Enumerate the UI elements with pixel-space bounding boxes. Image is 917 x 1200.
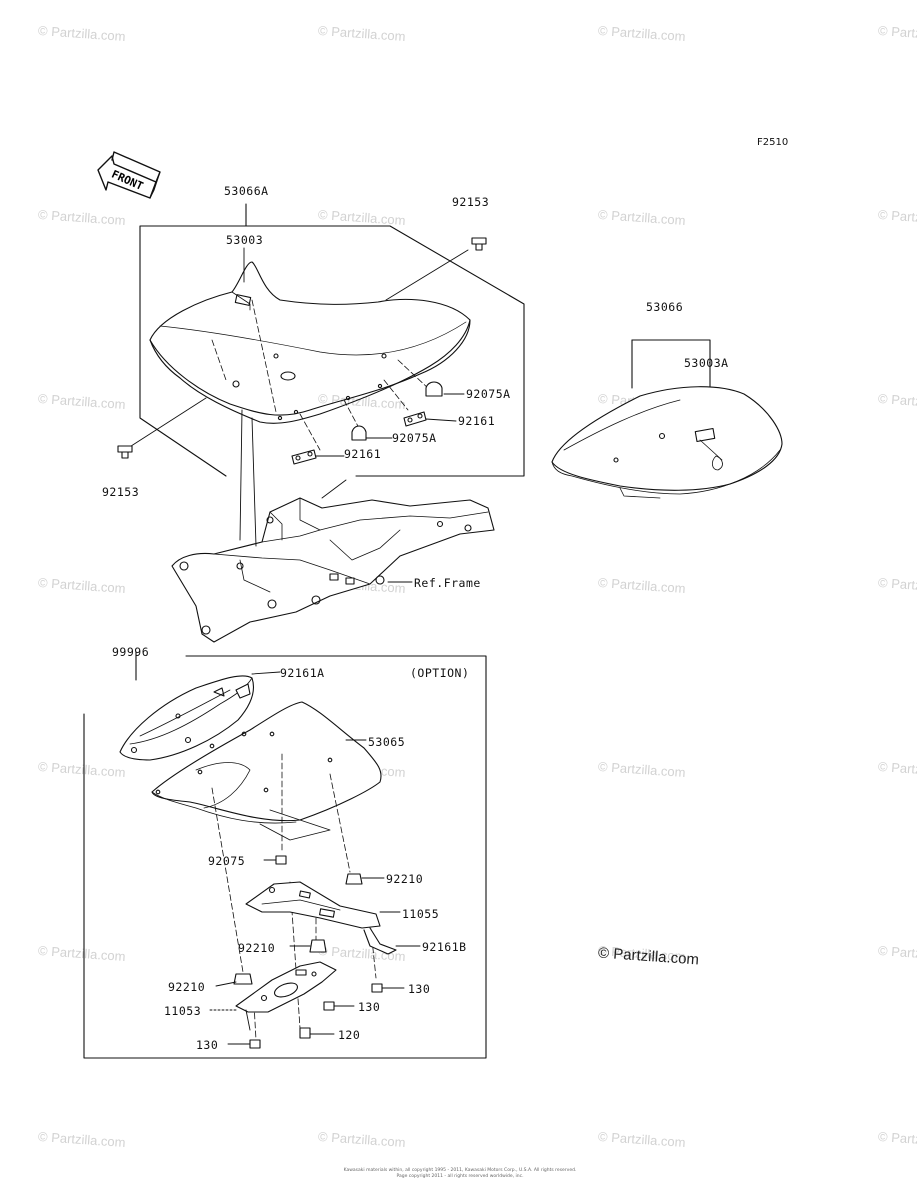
label-92161-a[interactable]: 92161 xyxy=(458,414,496,428)
screw-130-c-icon xyxy=(249,1039,261,1049)
seat-cowl-99996 xyxy=(119,675,255,761)
label-92161b[interactable]: 92161B xyxy=(422,940,467,954)
label-120[interactable]: 120 xyxy=(338,1028,361,1042)
footer-line-1: Kawasaki materials within, all copyright… xyxy=(343,1168,577,1173)
label-53066[interactable]: 53066 xyxy=(646,300,684,314)
seat-alignment-lines xyxy=(211,299,431,451)
label-92210-b[interactable]: 92210 xyxy=(238,941,276,955)
assembly-bracket-53066a xyxy=(139,203,525,477)
label-53066a[interactable]: 53066A xyxy=(224,184,269,198)
bolt-92153-top-icon xyxy=(471,237,487,251)
label-92153-top[interactable]: 92153 xyxy=(452,195,490,209)
nut-92210-b-icon xyxy=(309,939,327,953)
label-92210-a[interactable]: 92210 xyxy=(386,872,424,886)
label-92161-b[interactable]: 92161 xyxy=(344,447,382,461)
label-92153-bottom[interactable]: 92153 xyxy=(102,485,140,499)
seat-cover-53066 xyxy=(551,339,783,499)
nut-92210-c-icon xyxy=(233,973,253,985)
screw-130-b-icon xyxy=(323,1001,335,1011)
label-92210-c[interactable]: 92210 xyxy=(168,980,206,994)
frame-reference xyxy=(171,497,495,643)
label-92075[interactable]: 92075 xyxy=(208,854,246,868)
seat-pad-53065 xyxy=(151,701,382,824)
footer-copyright: Kawasaki materials within, all copyright… xyxy=(340,1168,580,1180)
screw-130-a-icon xyxy=(371,983,383,993)
diagram-code: F2510 xyxy=(757,137,789,148)
label-92161a[interactable]: 92161A xyxy=(280,666,325,680)
clip-92161-b-icon xyxy=(291,449,317,465)
clip-92161-a-icon xyxy=(403,411,427,427)
label-11055[interactable]: 11055 xyxy=(402,907,440,921)
bolt-92153-bottom-icon xyxy=(117,445,133,459)
option-label: (OPTION) xyxy=(410,666,470,680)
label-53003a[interactable]: 53003A xyxy=(684,356,729,370)
damper-92075a-b-icon xyxy=(351,425,367,441)
bracket-11055 xyxy=(245,881,397,955)
label-92075a-b[interactable]: 92075A xyxy=(392,431,437,445)
option-kit-box xyxy=(83,651,487,1059)
damper-92075a-a-icon xyxy=(425,381,443,397)
label-11053[interactable]: 11053 xyxy=(164,1004,202,1018)
label-130-c[interactable]: 130 xyxy=(196,1038,219,1052)
label-130-a[interactable]: 130 xyxy=(408,982,431,996)
label-ref-frame: Ref.Frame xyxy=(414,576,481,590)
screw-120-icon xyxy=(299,1027,311,1039)
bracket-11053 xyxy=(235,961,337,1013)
footer-line-2: Page copyright 2011 - all rights reserve… xyxy=(396,1174,524,1179)
seat-53003 xyxy=(149,261,471,424)
bolt-92075-icon xyxy=(275,855,287,865)
front-arrow-icon xyxy=(97,151,161,199)
label-130-b[interactable]: 130 xyxy=(358,1000,381,1014)
label-99996[interactable]: 99996 xyxy=(112,645,150,659)
label-53065[interactable]: 53065 xyxy=(368,735,406,749)
nut-92210-a-icon xyxy=(345,873,363,885)
label-53003[interactable]: 53003 xyxy=(226,233,264,247)
label-92075a-a[interactable]: 92075A xyxy=(466,387,511,401)
